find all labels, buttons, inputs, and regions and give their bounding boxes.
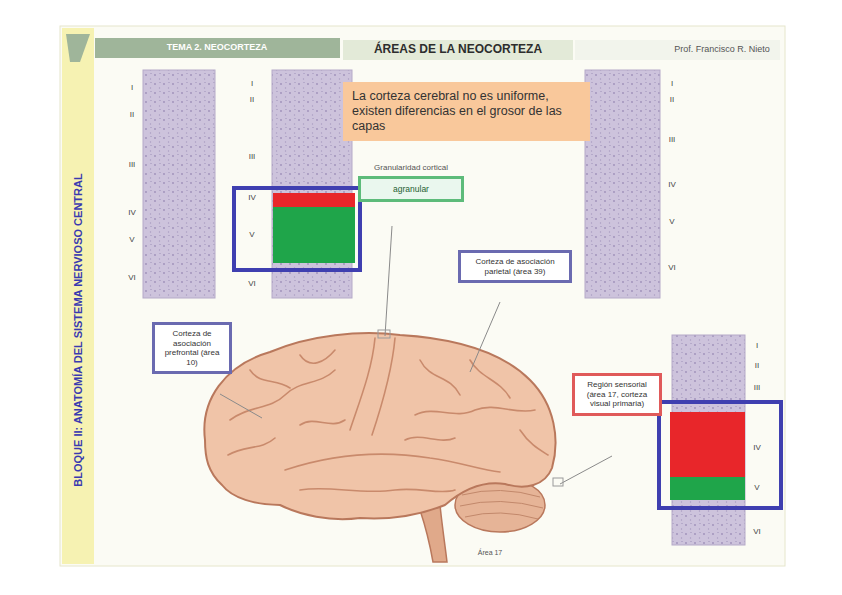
layer-number: II: [670, 96, 674, 105]
layer-number: III: [669, 136, 676, 145]
layer-highlight: [273, 207, 355, 263]
histology-column: [143, 70, 215, 298]
slide-title: ÁREAS DE LA NEOCORTEZA: [374, 43, 542, 56]
layer-number: II: [250, 96, 254, 105]
callout-box: Región sensorial (área 17, corteza visua…: [572, 373, 662, 416]
slide-frame: [60, 26, 785, 566]
layer-number: III: [754, 384, 761, 393]
box-text: Corteza de asociación parietal (área 39): [465, 257, 565, 276]
brain-outline: [204, 333, 555, 519]
layer-number: VI: [668, 264, 676, 273]
layer-number: IV: [248, 194, 256, 203]
histology-column: [585, 70, 660, 298]
layer-number: II: [130, 111, 134, 120]
header-tab: [95, 38, 340, 58]
layer-number: VI: [753, 528, 761, 537]
callout-box: Corteza de asociación prefrontal (área 1…: [152, 322, 232, 374]
layer-number: IV: [128, 209, 136, 218]
granularity-box: Granularidad cortical agranular: [358, 163, 464, 202]
area-label: Área 17: [478, 549, 503, 557]
layer-number: VI: [128, 274, 136, 283]
section-tab: TEMA 2. NEOCORTEZA: [167, 43, 268, 53]
author: Prof. Francisco R. Nieto: [674, 45, 770, 55]
layer-highlight: [670, 412, 745, 477]
region-marker: [553, 478, 563, 486]
layer-number: V: [669, 218, 674, 227]
callout-box: Corteza de asociación parietal (área 39): [458, 250, 572, 283]
layer-number: IV: [753, 444, 761, 453]
highlight-frame: [234, 188, 360, 270]
layer-number: I: [131, 84, 133, 93]
leader-line: [220, 226, 612, 484]
note-box: La corteza cerebral no es uniforme, exis…: [343, 82, 590, 141]
side-band: [62, 28, 94, 564]
region-marker: [378, 330, 390, 338]
brainstem: [420, 505, 447, 562]
brain-gyri: [228, 338, 548, 492]
layer-number: V: [249, 231, 254, 240]
layer-number: VI: [248, 280, 256, 289]
highlight-frame: [659, 402, 781, 508]
layer-highlight: [273, 193, 355, 207]
box-text: La corteza cerebral no es uniforme, exis…: [352, 89, 581, 134]
header-band: [575, 40, 780, 60]
histology-column: [272, 70, 352, 298]
box-frame: agranular: [358, 176, 464, 202]
cerebellum-folia: [460, 490, 543, 519]
layer-number: V: [754, 484, 759, 493]
box-text: Región sensorial (área 17, corteza visua…: [579, 380, 655, 409]
box-text: Corteza de asociación prefrontal (área 1…: [159, 329, 225, 367]
layer-number: I: [756, 342, 758, 351]
layer-number: II: [755, 362, 759, 371]
layer-number: III: [129, 161, 136, 170]
logo: [66, 34, 90, 62]
box-text: agranular: [365, 184, 457, 194]
layer-number: III: [249, 153, 256, 162]
box-heading: Granularidad cortical: [358, 163, 464, 173]
title-band: [343, 40, 573, 60]
layer-highlight: [670, 477, 745, 500]
layer-number: V: [129, 236, 134, 245]
layer-number: IV: [668, 181, 676, 190]
layer-number: I: [671, 80, 673, 89]
side-heading: BLOQUE II: ANATOMÍA DEL SISTEMA NERVIOSO…: [72, 173, 84, 486]
layer-number: I: [251, 80, 253, 89]
